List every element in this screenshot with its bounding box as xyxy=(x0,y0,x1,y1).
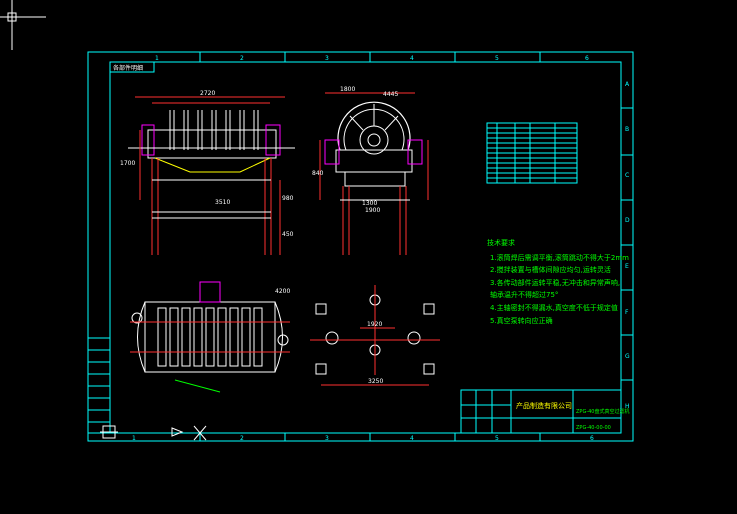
zone-ruler-top: 1 2 3 4 5 6 xyxy=(155,52,589,62)
zone-num-top-4: 4 xyxy=(410,55,414,62)
triangle-marker-icon xyxy=(171,425,207,441)
zone-letter-f: F xyxy=(625,309,629,316)
tech-req-item-6: 5.真空泵转向应正确 xyxy=(490,316,553,325)
zone-letter-c: C xyxy=(625,172,629,179)
top-left-tag: 各部件明细 xyxy=(109,61,155,73)
tech-req-item-1: 1.滚筒焊后需调平衡,滚筒跳动不得大于2mm xyxy=(490,253,629,262)
front-dim-top: 2720 xyxy=(200,90,215,97)
top-view-label: 4200 xyxy=(275,288,290,295)
zone-letter-a: A xyxy=(625,81,630,88)
zone-num-bottom-1: 1 xyxy=(132,435,136,442)
title-drawing-no: ZPG-40-00-00 xyxy=(576,425,611,431)
side-dim-left: 840 xyxy=(312,170,324,177)
front-view[interactable]: 2720 3510 980 450 1700 xyxy=(120,90,295,255)
zone-letter-d: D xyxy=(625,217,630,224)
tech-req-item-2: 2.搅拌装置与槽体间隙应均匀,运转灵活 xyxy=(490,265,611,274)
front-dim-left: 1700 xyxy=(120,160,135,167)
front-dim-bottom: 3510 xyxy=(215,199,230,206)
plan-dim-b: 3250 xyxy=(368,378,383,385)
zone-ruler-right: A B C D E F G H xyxy=(621,81,633,410)
tech-req-item-3: 3.各传动部件运转平稳,无冲击和异常声响, xyxy=(490,278,620,287)
revision-table[interactable] xyxy=(87,337,111,434)
zone-num-top-3: 3 xyxy=(325,55,329,62)
zone-letter-h: H xyxy=(625,403,630,410)
front-dim-side-b: 450 xyxy=(282,231,294,238)
tech-req-item-5: 4.主轴密封不得漏水,真空度不低于规定值 xyxy=(490,303,618,312)
side-dim-bottom-b: 1900 xyxy=(365,207,380,214)
tech-req-heading: 技术要求 xyxy=(487,238,515,247)
zone-letter-g: G xyxy=(625,353,630,360)
side-dim-bottom: 1300 xyxy=(362,200,377,207)
side-dim-top-a: 1800 xyxy=(340,86,355,93)
tech-req-item-4: 轴承温升不得超过75° xyxy=(490,290,558,299)
tech-requirements: 技术要求 1.滚筒焊后需调平衡,滚筒跳动不得大于2mm 2.搅拌装置与槽体间隙应… xyxy=(487,238,629,325)
zone-num-bottom-4: 4 xyxy=(410,435,414,442)
zone-letter-b: B xyxy=(625,126,629,133)
title-company: 产品制造有限公司 xyxy=(516,401,572,410)
side-view[interactable]: 1800 4445 1300 1900 840 xyxy=(312,86,429,255)
zone-num-top-1: 1 xyxy=(155,55,159,62)
zone-num-top-2: 2 xyxy=(240,55,244,62)
plan-dim-a: 1920 xyxy=(367,321,382,328)
foundation-plan[interactable]: 1920 3250 xyxy=(310,285,440,386)
zone-letter-e: E xyxy=(625,263,629,270)
title-block[interactable]: 产品制造有限公司 ZPG-40盘式真空过滤机 ZPG-40-00-00 xyxy=(460,389,629,434)
outer-frame xyxy=(87,51,634,442)
svg-text:各部件明细: 各部件明细 xyxy=(113,64,143,72)
side-dim-top-b: 4445 xyxy=(383,91,398,98)
crosshair-cursor-icon xyxy=(0,0,46,50)
zone-num-top-6: 6 xyxy=(585,55,589,62)
ucs-icon xyxy=(100,425,118,439)
zone-num-bottom-2: 2 xyxy=(240,435,244,442)
zone-ruler-bottom: 1 2 3 4 5 6 xyxy=(132,433,594,442)
zone-num-bottom-3: 3 xyxy=(325,435,329,442)
zone-num-bottom-5: 5 xyxy=(495,435,499,442)
zone-num-bottom-6: 6 xyxy=(590,435,594,442)
parts-table[interactable] xyxy=(486,122,578,184)
front-dim-side-a: 980 xyxy=(282,195,294,202)
top-view[interactable]: 4200 xyxy=(130,281,290,393)
inner-frame xyxy=(109,61,622,434)
zone-num-top-5: 5 xyxy=(495,55,499,62)
title-drawing-name: ZPG-40盘式真空过滤机 xyxy=(576,408,629,415)
